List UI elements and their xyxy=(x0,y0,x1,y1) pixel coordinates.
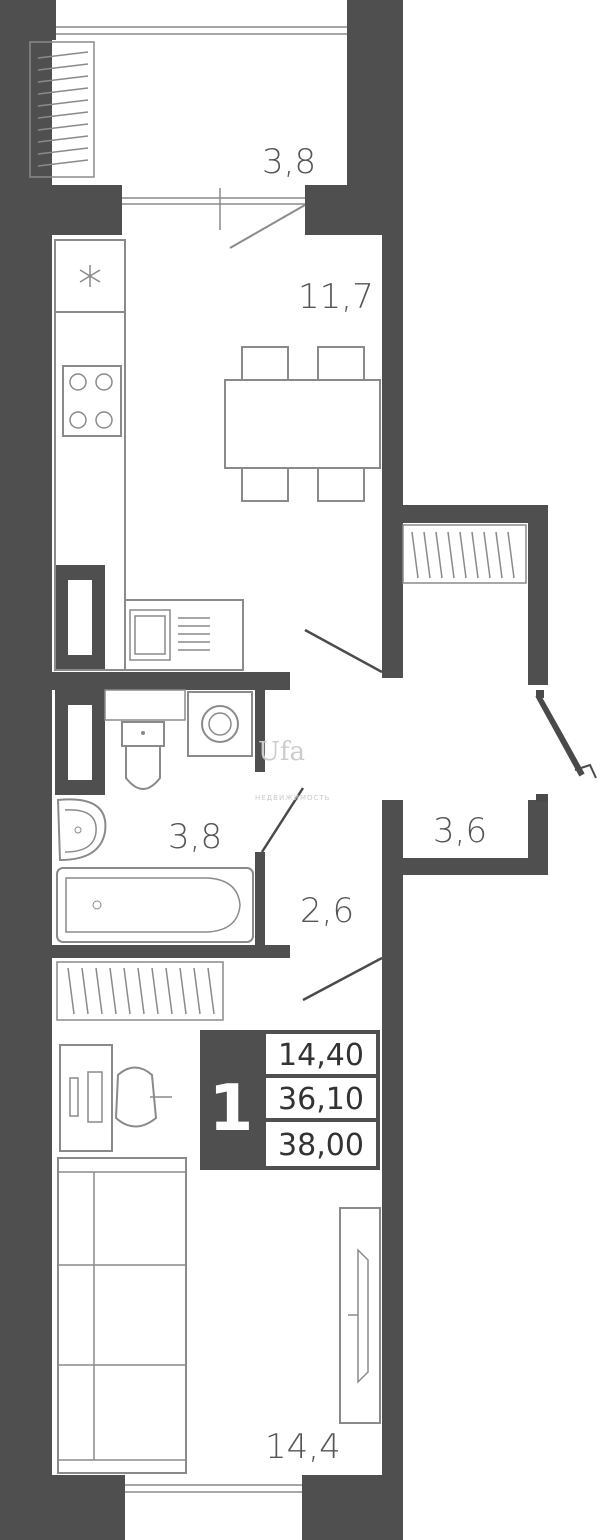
chair xyxy=(317,467,365,502)
watermark-text: Ufa xyxy=(258,737,305,767)
top-balcony xyxy=(29,41,95,178)
loggia-right-wall-upper xyxy=(528,505,548,685)
wardrobe-hangers xyxy=(67,967,215,1015)
stove-burner xyxy=(95,411,113,429)
toilet-tank xyxy=(121,721,165,747)
area-label-loggia-side: 3,6 xyxy=(433,811,487,851)
loggia-closet xyxy=(402,524,527,584)
kitchen-door-swing xyxy=(304,628,383,674)
total-area-balconies-value: 38,00 xyxy=(278,1128,364,1163)
keyboard xyxy=(87,1071,103,1123)
washing-machine-drum xyxy=(201,705,239,743)
balcony-closet-hangers xyxy=(37,51,89,167)
area-label-living-room: 14,4 xyxy=(265,1427,341,1467)
loggia-door-leaf-inner xyxy=(541,694,587,774)
watermark: Ufa НЕДВИЖИМОСТЬ xyxy=(255,737,331,802)
area-labels: 3,8 11,7 3,8 2,6 3,6 14,4 xyxy=(168,142,487,1467)
tv xyxy=(357,1248,369,1384)
washing-machine xyxy=(187,691,253,757)
chair xyxy=(241,467,289,502)
side-loggia xyxy=(402,524,597,802)
monitor xyxy=(69,1077,79,1117)
dining-table xyxy=(224,379,381,469)
door-stop xyxy=(536,794,548,802)
office-chair xyxy=(114,1066,158,1128)
balcony-wall-left xyxy=(0,185,122,235)
total-area-cell xyxy=(266,1078,376,1118)
windows xyxy=(56,26,347,1493)
bottom-wall-right xyxy=(302,1475,403,1540)
right-wall-lower xyxy=(382,800,403,1540)
bath-partition-vertical xyxy=(255,672,265,772)
toilet-bowl xyxy=(125,746,161,790)
stove-burner xyxy=(69,373,87,391)
chair xyxy=(241,346,289,381)
stove-burner xyxy=(95,373,113,391)
living-room xyxy=(56,961,381,1474)
sink-counter xyxy=(124,599,244,671)
kitchen-bath-partition xyxy=(52,672,290,690)
bathtub xyxy=(56,867,254,943)
total-area-value: 36,10 xyxy=(278,1082,364,1117)
bottom-wall-left xyxy=(0,1475,125,1540)
bath-living-partition xyxy=(52,945,290,958)
loggia-right-wall-lower xyxy=(528,800,548,875)
living-area-cell xyxy=(266,1034,376,1074)
area-label-kitchen: 11,7 xyxy=(298,277,374,317)
walls xyxy=(0,0,548,1540)
bathroom-door-swing xyxy=(260,787,305,853)
kitchen xyxy=(54,239,383,674)
snowflake-icon xyxy=(79,265,101,287)
entrance-door-swing xyxy=(302,956,383,1002)
kitchen-sink-basin xyxy=(134,615,166,655)
watermark-subtext: НЕДВИЖИМОСТЬ xyxy=(255,794,331,802)
wardrobe xyxy=(56,961,224,1021)
toilet-cistern xyxy=(104,689,186,721)
loggia-closet-hangers xyxy=(411,531,515,579)
washbasin-bowl xyxy=(64,809,97,853)
bathtub-drain xyxy=(92,900,102,910)
area-label-balcony-top: 3,8 xyxy=(262,142,316,182)
loggia-door-leaf xyxy=(535,693,585,777)
stove xyxy=(62,365,122,437)
desk xyxy=(59,1044,113,1152)
right-wall-upper xyxy=(382,188,403,678)
door-hinge xyxy=(536,690,544,698)
washbasin xyxy=(56,798,107,862)
tv-stand xyxy=(339,1207,381,1424)
stove-burner xyxy=(69,411,87,429)
balcony-door-swing xyxy=(229,204,306,249)
door-handle xyxy=(574,763,597,779)
bath-partition-vertical-lower xyxy=(255,852,265,952)
top-right-pier xyxy=(347,0,403,188)
top-left-pier xyxy=(0,0,56,40)
bathroom xyxy=(56,689,305,943)
area-label-bathroom: 3,8 xyxy=(168,817,222,857)
bathtub-inner xyxy=(65,877,241,933)
rooms-count-box xyxy=(200,1030,262,1170)
kitchen-counter xyxy=(54,239,126,671)
vent-shaft-lower-hole xyxy=(68,705,92,780)
apartment-info-box: 1 14,40 36,10 38,00 xyxy=(200,1030,380,1170)
hallway xyxy=(302,956,383,1002)
rooms-count: 1 xyxy=(209,1072,254,1146)
sink-drainboard xyxy=(178,617,210,651)
chair xyxy=(317,346,365,381)
loggia-top-wall xyxy=(400,505,548,523)
washbasin-drain xyxy=(74,826,82,834)
toilet-flush xyxy=(141,731,145,735)
area-label-hallway: 2,6 xyxy=(300,891,354,931)
total-area-balconies-cell xyxy=(266,1122,376,1166)
outer-left-wall xyxy=(0,0,52,1540)
kitchen-sink xyxy=(129,609,171,661)
loggia-bottom-wall xyxy=(400,858,548,875)
balcony-closet xyxy=(29,41,95,178)
living-area-value: 14,40 xyxy=(278,1038,364,1073)
washing-machine-drum-inner xyxy=(208,712,232,736)
sofa xyxy=(57,1157,187,1474)
vent-shaft-upper-hole xyxy=(68,580,92,655)
